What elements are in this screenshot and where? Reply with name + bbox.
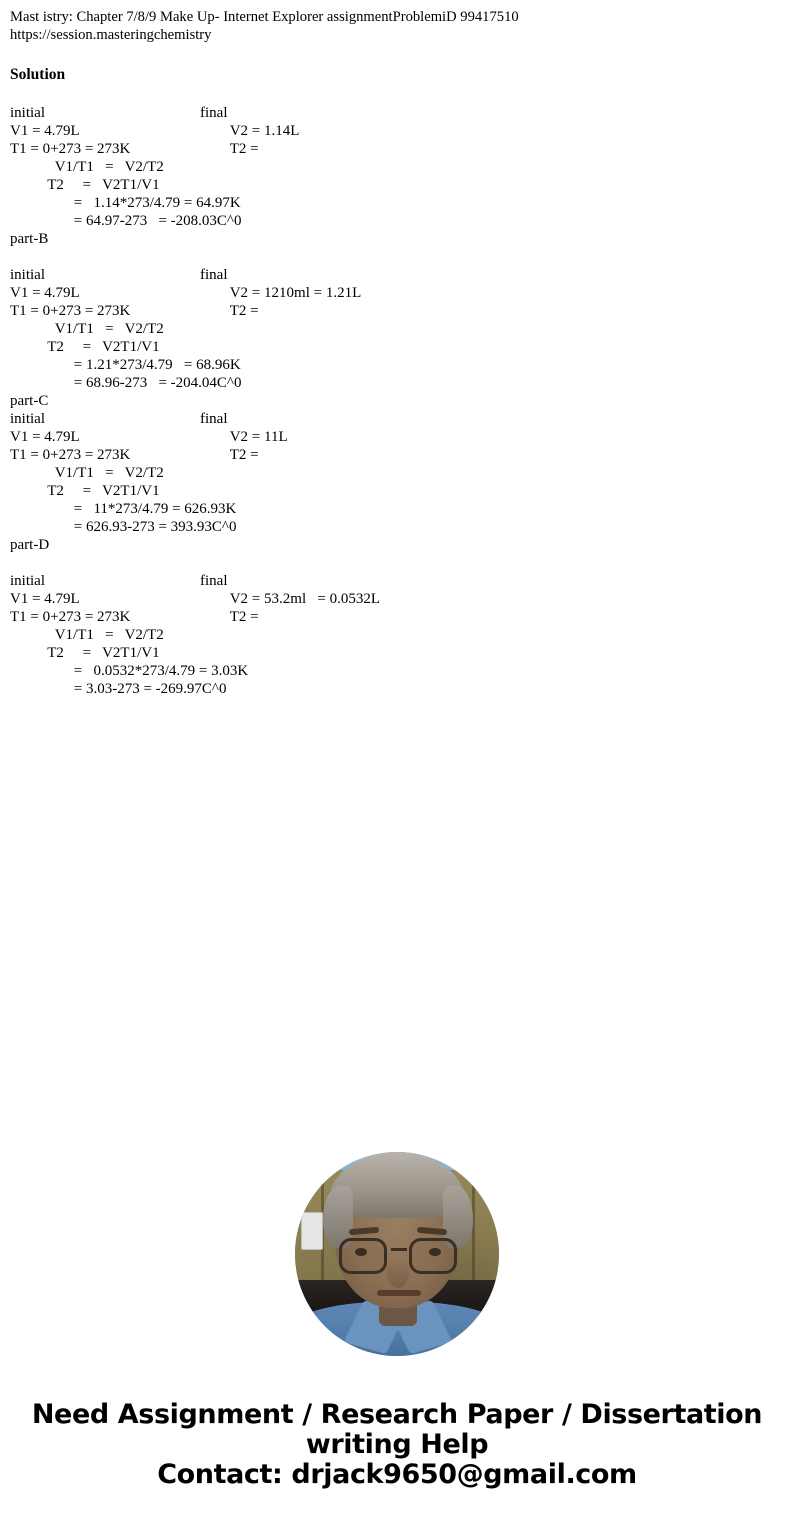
photo-hair-side-left	[323, 1186, 353, 1248]
calc-col-final: T2 =	[200, 141, 259, 157]
calc-col-final: V2 = 1210ml = 1.21L	[200, 285, 362, 301]
calc-col-final: final	[200, 267, 228, 283]
calc-line-two-column: V1 = 4.79L V2 = 11L	[10, 428, 784, 446]
calc-line-two-column: T1 = 0+273 = 273K T2 =	[10, 140, 784, 158]
calc-line-two-column: T1 = 0+273 = 273K T2 =	[10, 302, 784, 320]
calc-line: T2 = V2T1/V1	[10, 177, 160, 193]
calc-line: = 3.03-273 = -269.97C^0	[10, 681, 227, 697]
calc-col-final: T2 =	[200, 447, 259, 463]
calc-line: V1/T1 = V2/T2	[10, 465, 164, 481]
calc-col-initial: T1 = 0+273 = 273K	[10, 141, 131, 157]
calc-line: V1/T1 = V2/T2	[10, 159, 164, 175]
calc-col-final: final	[200, 105, 228, 121]
photo-mouth	[377, 1290, 421, 1296]
calc-line: = 68.96-273 = -204.04C^0	[10, 375, 242, 391]
calc-line: = 0.0532*273/4.79 = 3.03K	[10, 663, 249, 679]
photo-wall-switch	[301, 1212, 323, 1250]
photo-eyeglass-lens-left	[339, 1238, 387, 1274]
calc-col-initial: V1 = 4.79L	[10, 429, 80, 445]
photo-eye-left	[355, 1248, 367, 1256]
calc-line: T2 = V2T1/V1	[10, 645, 160, 661]
calc-line: = 11*273/4.79 = 626.93K	[10, 501, 237, 517]
header-title-line: Mast istry: Chapter 7/8/9 Make Up- Inter…	[10, 9, 519, 25]
calc-col-initial: initial	[10, 411, 45, 427]
promo-line-1: Need Assignment / Research Paper / Disse…	[31, 1399, 763, 1430]
photo-eyeglass-bridge	[391, 1248, 407, 1251]
blank-line	[10, 554, 784, 572]
calc-line-two-column: V1 = 4.79L V2 = 53.2ml = 0.0532L	[10, 590, 784, 608]
promo-banner: Need Assignment / Research Paper / Disse…	[0, 1400, 794, 1490]
calc-col-initial: T1 = 0+273 = 273K	[10, 303, 131, 319]
promo-line-2: writing Help	[305, 1429, 489, 1460]
calc-line: = 64.97-273 = -208.03C^0	[10, 213, 242, 229]
calc-col-final: V2 = 1.14L	[200, 123, 300, 139]
calc-col-initial: initial	[10, 267, 45, 283]
promo-line-3: Contact: drjack9650@gmail.com	[157, 1459, 637, 1490]
calc-line-two-column: initial final	[10, 104, 784, 122]
calc-col-final: final	[200, 573, 228, 589]
blank-line	[10, 248, 784, 266]
part-label: part-D	[10, 537, 50, 553]
calc-col-initial: T1 = 0+273 = 273K	[10, 609, 131, 625]
avatar	[295, 1152, 499, 1356]
calc-line-two-column: V1 = 4.79L V2 = 1.14L	[10, 122, 784, 140]
calc-line: T2 = V2T1/V1	[10, 483, 160, 499]
part-label: part-B	[10, 231, 49, 247]
calc-line-two-column: V1 = 4.79L V2 = 1210ml = 1.21L	[10, 284, 784, 302]
calc-col-final: V2 = 11L	[200, 429, 288, 445]
calc-line: T2 = V2T1/V1	[10, 339, 160, 355]
calc-line: V1/T1 = V2/T2	[10, 321, 164, 337]
calc-col-initial: V1 = 4.79L	[10, 123, 80, 139]
document-header: Mast istry: Chapter 7/8/9 Make Up- Inter…	[0, 8, 794, 44]
calc-col-final: T2 =	[200, 609, 259, 625]
calc-col-initial: initial	[10, 105, 45, 121]
calc-col-initial: initial	[10, 573, 45, 589]
calc-col-final: V2 = 53.2ml = 0.0532L	[200, 591, 380, 607]
header-url-line: https://session.masteringchemistry	[10, 27, 212, 43]
photo-hair-side-right	[443, 1186, 473, 1248]
calc-line: V1/T1 = V2/T2	[10, 627, 164, 643]
calc-line-two-column: initial final	[10, 572, 784, 590]
solution-heading: Solution	[10, 66, 66, 83]
calc-line-two-column: initial final	[10, 266, 784, 284]
calc-col-initial: T1 = 0+273 = 273K	[10, 447, 131, 463]
calc-line-two-column: initial final	[10, 410, 784, 428]
calc-col-initial: V1 = 4.79L	[10, 591, 80, 607]
calc-col-initial: V1 = 4.79L	[10, 285, 80, 301]
part-label: part-C	[10, 393, 49, 409]
calc-col-final: final	[200, 411, 228, 427]
photo-nose	[387, 1258, 409, 1288]
avatar-photo	[295, 1152, 499, 1356]
photo-eyeglass-lens-right	[409, 1238, 457, 1274]
calc-col-final: T2 =	[200, 303, 259, 319]
calc-line-two-column: T1 = 0+273 = 273K T2 =	[10, 446, 784, 464]
calc-line: = 1.21*273/4.79 = 68.96K	[10, 357, 241, 373]
calc-line-two-column: T1 = 0+273 = 273K T2 =	[10, 608, 784, 626]
photo-eye-right	[429, 1248, 441, 1256]
calc-line: = 626.93-273 = 393.93C^0	[10, 519, 237, 535]
calc-line: = 1.14*273/4.79 = 64.97K	[10, 195, 241, 211]
